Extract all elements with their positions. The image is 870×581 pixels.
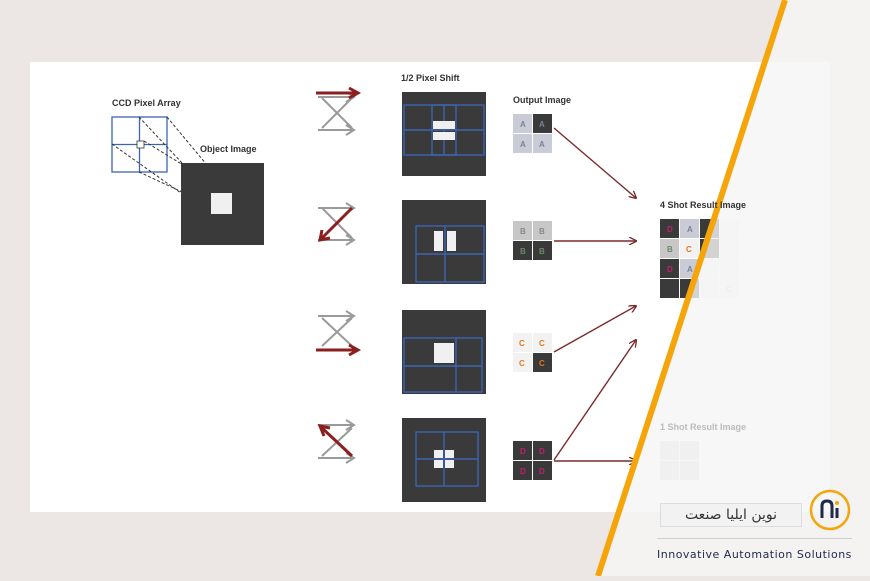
- orange-diagonal-stripe: [595, 0, 788, 577]
- brand-tagline: Innovative Automation Solutions: [657, 548, 852, 561]
- label-half-pixel-shift: 1/2 Pixel Shift: [401, 73, 460, 83]
- label-output-image: Output Image: [513, 95, 571, 105]
- ccd-center-marker: [136, 140, 145, 149]
- letter-c: C: [519, 359, 525, 368]
- letter-b: B: [520, 227, 526, 236]
- letter-b: B: [539, 227, 545, 236]
- shift-panel-3: [402, 310, 486, 394]
- label-ccd-pixel-array: CCD Pixel Array: [112, 98, 181, 108]
- shift-icon-1: [316, 86, 362, 136]
- shift-icon-3: [316, 310, 362, 357]
- brand-logo-icon: [809, 489, 851, 531]
- output-image-a: [513, 114, 552, 153]
- object-image-square: [211, 193, 232, 214]
- shift-icon-2: [318, 202, 356, 246]
- letter-d: D: [539, 467, 545, 476]
- letter-d: D: [520, 467, 526, 476]
- letter-d: D: [520, 447, 526, 456]
- shift-panel-1: [402, 92, 486, 176]
- letter-a: A: [520, 120, 526, 129]
- shift-panel-4: [402, 418, 486, 502]
- output-image-c: [513, 333, 552, 372]
- output-letters: A A A A B B B B C C C C D D D D: [519, 120, 545, 476]
- letter-d: D: [667, 225, 673, 234]
- output-image-d: [513, 441, 552, 480]
- letter-b: B: [667, 245, 673, 254]
- label-four-shot-result: 4 Shot Result Image: [660, 200, 747, 210]
- brand-persian-name: نوین ایلیا صنعت: [660, 503, 802, 527]
- letter-c: C: [686, 245, 692, 254]
- brand-divider: [657, 538, 852, 539]
- label-object-image: Object Image: [200, 144, 257, 154]
- letter-a: A: [687, 265, 693, 274]
- letter-d: D: [539, 447, 545, 456]
- letter-c: C: [519, 339, 525, 348]
- brand-panel-overlay: [598, 0, 870, 576]
- letter-a: A: [520, 140, 526, 149]
- letter-d: D: [667, 265, 673, 274]
- letter-a: A: [687, 225, 693, 234]
- letter-b: B: [520, 247, 526, 256]
- shift-panel-2: [402, 200, 486, 284]
- letter-a: A: [539, 120, 545, 129]
- output-image-b: [513, 221, 552, 260]
- connector-arrows: [553, 127, 636, 461]
- letter-c: C: [539, 359, 545, 368]
- letter-a: A: [539, 140, 545, 149]
- letter-c: C: [539, 339, 545, 348]
- letter-b: B: [539, 247, 545, 256]
- label-one-shot-result: 1 Shot Result Image: [660, 422, 747, 432]
- shift-icon-4: [317, 419, 356, 464]
